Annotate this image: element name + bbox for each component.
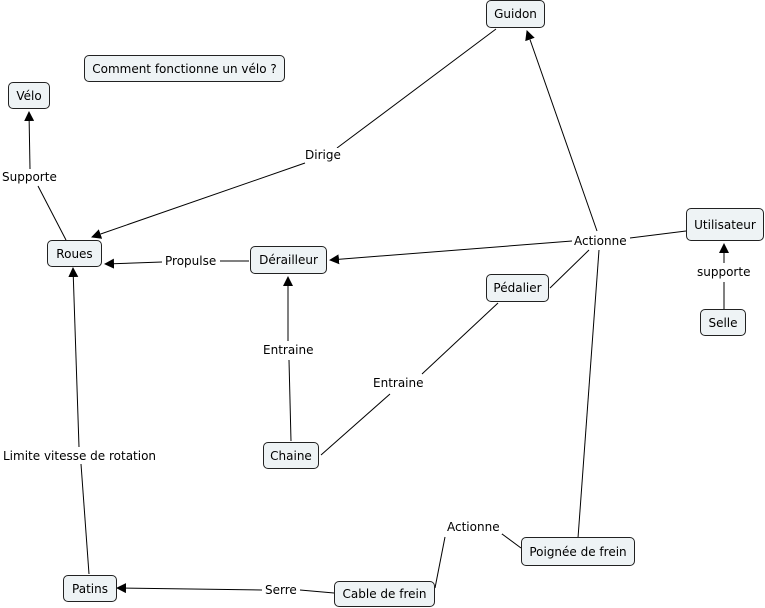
link-dirige-roues (91, 162, 306, 239)
label-supporte-selle: supporte (695, 265, 753, 279)
node-roues[interactable]: Roues (47, 240, 102, 267)
link-entraine-chaine (320, 393, 391, 456)
label-actionne-main: Actionne (572, 234, 629, 248)
link-actionne-guidon (525, 30, 598, 232)
label-entraine-pedalier: Entraine (371, 376, 426, 390)
link-utilisateur-actionne (629, 230, 687, 239)
label-limite-vitesse: Limite vitesse de rotation (1, 449, 159, 463)
link-cable-serre (299, 589, 335, 594)
node-cable-de-frein[interactable]: Cable de frein (334, 581, 435, 607)
node-guidon[interactable]: Guidon (486, 0, 545, 28)
label-supporte-roues: Supporte (0, 170, 59, 184)
link-roues-supporte (37, 185, 67, 241)
label-actionne-frein: Actionne (445, 520, 502, 534)
link-guidon-dirige (336, 28, 497, 149)
map-title: Comment fonctionne un vélo ? (84, 55, 285, 82)
label-serre: Serre (263, 583, 299, 597)
link-poignee-actionne (497, 530, 522, 549)
node-poignee-de-frein[interactable]: Poignée de frein (521, 537, 635, 566)
node-patins[interactable]: Patins (63, 575, 117, 602)
node-derailleur[interactable]: Dérailleur (250, 246, 327, 274)
link-actionne-poignee (577, 249, 600, 539)
link-actionne-cable (434, 536, 446, 589)
label-propulse: Propulse (163, 254, 219, 268)
link-serre-patins (116, 583, 263, 594)
link-supporte-velo (24, 111, 35, 170)
label-entraine-chaine: Entraine (261, 343, 316, 357)
node-selle[interactable]: Selle (700, 309, 746, 336)
node-chaine[interactable]: Chaine (263, 442, 319, 469)
node-utilisateur[interactable]: Utilisateur (686, 208, 764, 241)
link-pedalier-entraine (421, 302, 499, 375)
link-propulse-roues (104, 258, 163, 269)
node-pedalier[interactable]: Pédalier (486, 274, 549, 302)
node-velo[interactable]: Vélo (8, 82, 50, 109)
link-actionne-pedalier (549, 249, 590, 289)
link-limite-roues (68, 267, 80, 448)
label-dirige: Dirige (303, 148, 343, 162)
link-chaine-entraine (288, 359, 292, 442)
link-patins-limite (80, 463, 90, 575)
link-actionne-derailleur (329, 240, 573, 265)
